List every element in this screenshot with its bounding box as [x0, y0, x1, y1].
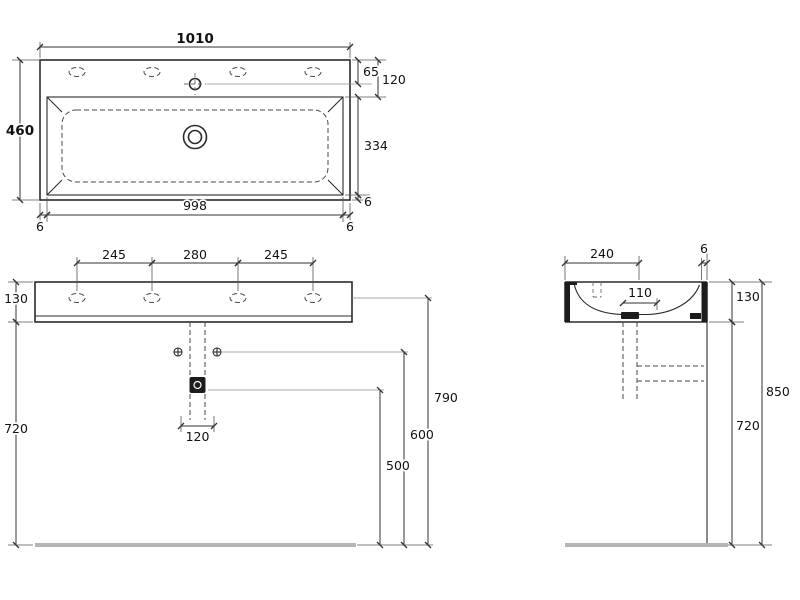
drain-valve: [189, 377, 206, 393]
wall-bracket-section: [690, 313, 701, 319]
dim-label-front-under-basin: 720: [4, 421, 28, 436]
bowl-bottom-dashed-outline: [61, 109, 329, 183]
side-drain-plumbing-dashed: [622, 322, 704, 402]
dim-label-front-basin-height: 130: [4, 291, 28, 306]
dim-side-drain-to-wall: 110: [619, 283, 661, 310]
front-drain-assembly: [173, 322, 222, 420]
dim-label-front-drain-offset: 120: [186, 429, 210, 444]
tap-hole-knockouts: [68, 67, 322, 77]
side-tap-hole-dashed: [592, 282, 602, 298]
dim-label-side-overall-height: 850: [766, 384, 790, 399]
dim-front-drain-offset: 120: [177, 416, 218, 446]
dim-label-plan-bowl-length: 334: [364, 138, 388, 153]
plan-view: 1010 460 65 120 334 6: [4, 29, 408, 236]
dim-side-wall-rim: 6: [698, 239, 711, 280]
front-view: 245 280 245 130 720: [2, 245, 460, 549]
dim-side-bowl-depth: 240: [561, 244, 643, 280]
drain-icon: [182, 124, 208, 150]
dim-label-side-bowl-depth: 240: [590, 246, 614, 261]
basin-outer-rect: [39, 59, 351, 201]
tap-hole-icon: [184, 73, 206, 95]
bowl-corner-slopes: [46, 96, 344, 196]
dim-front-tap-spacing: 245 280 245: [73, 245, 317, 291]
drain-flange-section: [621, 312, 639, 319]
dim-label-plan-rim-right: 6: [346, 219, 354, 234]
wall-fixing-left: [173, 347, 183, 357]
dim-label-plan-rim-left: 6: [36, 219, 44, 234]
dim-label-plan-tap-offset: 65: [363, 64, 379, 79]
basin-bowl-rect: [46, 96, 344, 196]
dim-label-front-spacing-center: 280: [183, 247, 207, 262]
dim-front-right-heights: 790 600 500: [208, 294, 460, 549]
side-view: 240 6 110 130 720 850: [561, 239, 792, 549]
dim-label-plan-overall-depth: 460: [6, 123, 34, 139]
dim-label-front-bracket-height: 600: [410, 427, 434, 442]
dim-label-plan-bowl-width: 998: [183, 198, 207, 213]
dim-label-side-basin-height: 130: [736, 289, 760, 304]
dim-label-plan-rim-back: 6: [364, 194, 372, 209]
dim-plan-overall-width: 1010: [36, 29, 354, 58]
dim-label-front-spacing-left: 245: [102, 247, 126, 262]
dim-label-front-drain-height: 500: [386, 458, 410, 473]
dim-label-plan-deck-depth: 120: [382, 72, 406, 87]
dim-label-side-drain-to-wall: 110: [628, 285, 652, 300]
dim-label-side-under-basin: 720: [736, 418, 760, 433]
dim-label-front-tap-height: 790: [434, 390, 458, 405]
dim-label-plan-overall-width: 1010: [176, 31, 214, 47]
dim-label-front-spacing-right: 245: [264, 247, 288, 262]
dim-plan-bottom: 998 6 6: [34, 196, 356, 236]
dim-plan-overall-depth: 460: [4, 56, 40, 204]
wall-fixing-right: [212, 347, 222, 357]
front-rim-section: [565, 282, 577, 322]
basin-front-face: [34, 281, 353, 323]
dim-label-side-wall-rim: 6: [700, 241, 708, 256]
back-rim-section: [701, 282, 707, 322]
front-tap-hole-knockouts: [68, 293, 322, 303]
dim-front-left-heights: 130 720: [2, 278, 33, 549]
dim-side-right-heights: 130 720 850: [709, 278, 792, 549]
dim-plan-right-side: 65 120 334 6: [207, 56, 408, 211]
